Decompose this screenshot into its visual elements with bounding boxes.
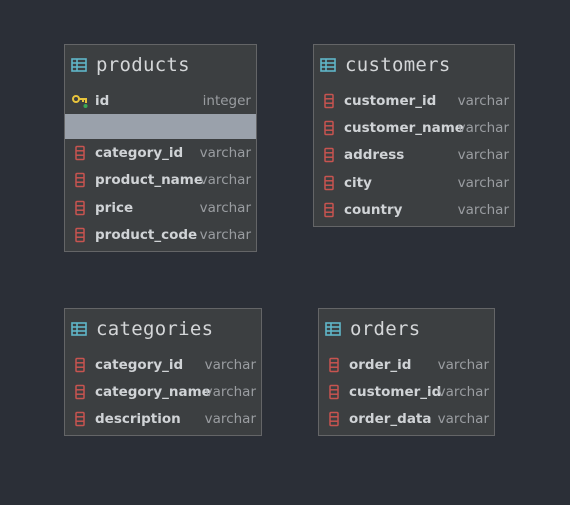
column-icon xyxy=(324,93,334,108)
table-title: products xyxy=(96,54,190,76)
column-row-category-name[interactable]: category_name varchar xyxy=(65,378,261,405)
table-icon xyxy=(320,58,336,72)
column-name: country xyxy=(344,201,403,218)
table-orders[interactable]: orders order_id varchar customer_id varc… xyxy=(318,308,495,436)
column-icon xyxy=(324,147,334,163)
column-type: varchar xyxy=(457,174,509,191)
column-type: varchar xyxy=(437,411,489,428)
column-row-country[interactable]: country varchar xyxy=(314,196,514,223)
table-categories[interactable]: categories category_id varchar category_… xyxy=(64,308,262,436)
column-icon xyxy=(75,411,85,427)
table-title: customers xyxy=(345,54,451,76)
column-type: varchar xyxy=(457,147,509,164)
column-icon xyxy=(329,411,339,427)
column-type: integer xyxy=(202,92,251,109)
column-name: order_data xyxy=(349,411,432,428)
column-icon xyxy=(329,357,339,372)
column-row-category-id[interactable]: category_id varchar xyxy=(65,139,256,166)
column-row-description[interactable]: description varchar xyxy=(65,406,261,433)
column-row-product-code[interactable]: product_code varchar xyxy=(65,221,256,248)
column-icon xyxy=(75,357,85,372)
column-type: varchar xyxy=(457,201,509,218)
primary-key-icon xyxy=(72,94,88,108)
table-icon xyxy=(325,322,341,336)
table-header[interactable]: customers xyxy=(314,45,514,85)
table-icon xyxy=(71,322,87,336)
column-icon xyxy=(324,202,334,218)
column-row-customer-id[interactable]: customer_id varchar xyxy=(314,87,514,114)
column-icon xyxy=(75,384,85,400)
column-name: price xyxy=(95,199,134,216)
column-type: varchar xyxy=(457,92,509,109)
column-row-city[interactable]: city varchar xyxy=(314,169,514,196)
column-name: product_code xyxy=(95,226,198,243)
column-type: varchar xyxy=(204,383,256,400)
column-row-id[interactable]: id integer xyxy=(65,87,256,114)
selected-empty-row[interactable] xyxy=(65,114,256,140)
column-name: customer_id xyxy=(344,92,437,109)
column-row-customer-name[interactable]: customer_name varchar xyxy=(314,114,514,141)
column-icon xyxy=(75,200,85,215)
table-header[interactable]: orders xyxy=(319,309,494,349)
table-products[interactable]: products id integer category_id varchar xyxy=(64,44,257,252)
column-icon xyxy=(75,227,85,243)
column-type: varchar xyxy=(437,356,489,373)
column-name: customer_id xyxy=(349,383,442,400)
column-name: category_id xyxy=(95,144,184,161)
table-header[interactable]: categories xyxy=(65,309,261,349)
column-type: varchar xyxy=(204,411,256,428)
column-row-order-id[interactable]: order_id varchar xyxy=(319,351,494,378)
column-icon xyxy=(324,120,334,136)
column-name: category_id xyxy=(95,356,184,373)
column-icon xyxy=(324,175,334,190)
column-icon xyxy=(75,145,85,161)
column-name: product_name xyxy=(95,172,204,189)
column-type: varchar xyxy=(199,226,251,243)
table-title: categories xyxy=(96,318,214,340)
column-name: customer_name xyxy=(344,119,464,136)
column-row-address[interactable]: address varchar xyxy=(314,142,514,169)
column-name: category_name xyxy=(95,383,211,400)
column-row-category-id[interactable]: category_id varchar xyxy=(65,351,261,378)
column-name: order_id xyxy=(349,356,412,373)
column-row-product-name[interactable]: product_name varchar xyxy=(65,167,256,194)
column-type: varchar xyxy=(199,144,251,161)
column-name: id xyxy=(95,92,110,109)
column-type: varchar xyxy=(457,119,509,136)
table-customers[interactable]: customers customer_id varchar customer_n… xyxy=(313,44,515,227)
column-type: varchar xyxy=(199,199,251,216)
column-icon xyxy=(329,384,339,400)
column-type: varchar xyxy=(199,172,251,189)
column-name: description xyxy=(95,411,181,428)
table-title: orders xyxy=(350,318,421,340)
table-header[interactable]: products xyxy=(65,45,256,85)
column-name: address xyxy=(344,147,405,164)
column-row-customer-id[interactable]: customer_id varchar xyxy=(319,378,494,405)
column-row-price[interactable]: price varchar xyxy=(65,194,256,221)
column-type: varchar xyxy=(437,383,489,400)
table-icon xyxy=(71,58,87,72)
column-type: varchar xyxy=(204,356,256,373)
column-name: city xyxy=(344,174,372,191)
column-row-order-data[interactable]: order_data varchar xyxy=(319,406,494,433)
column-icon xyxy=(75,172,85,188)
